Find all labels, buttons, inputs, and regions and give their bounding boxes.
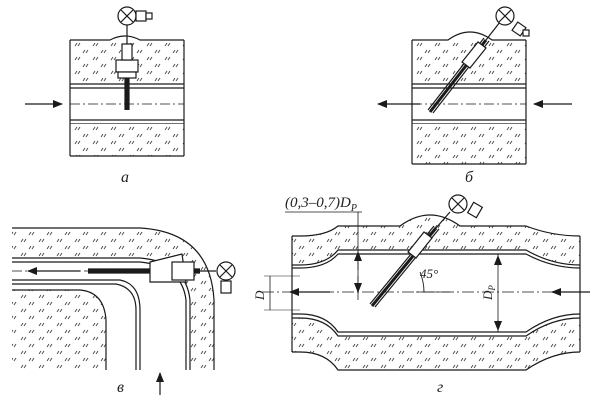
dp-label: DP	[480, 285, 497, 301]
depth-label: (0,3–0,7)DP	[285, 195, 357, 214]
thermometer-probe-inclined	[427, 6, 530, 114]
bottom-insulation	[70, 124, 184, 156]
caption-a: а	[121, 169, 129, 186]
thermometer-probe	[115, 6, 153, 110]
angle-arc	[419, 271, 425, 293]
caption-v: в	[117, 379, 124, 396]
bottom-insulation	[412, 124, 526, 164]
caption-g: г	[437, 379, 443, 396]
figure-v: в	[12, 227, 236, 396]
figure-g	[262, 194, 590, 371]
caption-b: б	[465, 169, 474, 186]
figure-a: а	[25, 6, 185, 186]
thermometer-probe-inclined	[369, 194, 484, 308]
small-d-label: D	[252, 290, 267, 301]
figure-b: б	[377, 6, 572, 186]
thermometer-probe-horizontal	[88, 253, 236, 294]
angle-label: 45°	[420, 266, 438, 281]
